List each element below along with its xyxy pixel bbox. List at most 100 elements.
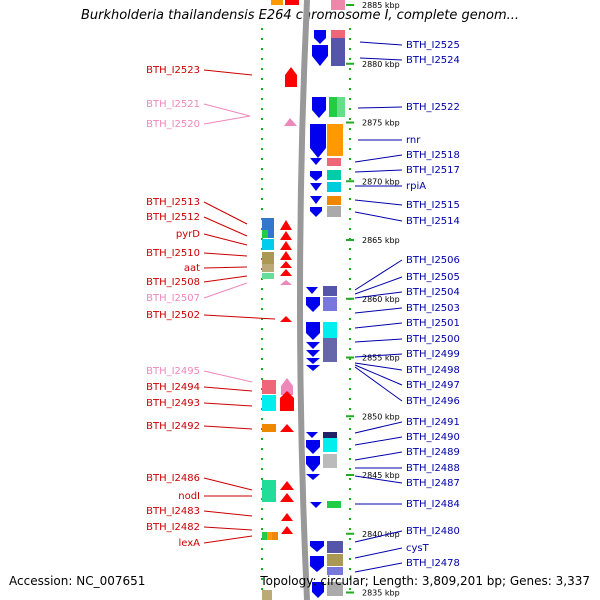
gene-arrow-up xyxy=(281,513,293,521)
gene-label-left[interactable]: lexA xyxy=(178,538,200,549)
label-connector xyxy=(203,425,253,430)
gene-arrow-down xyxy=(310,171,322,181)
gene-label-left[interactable]: pyrD xyxy=(176,229,200,240)
label-connector xyxy=(203,266,248,269)
gene-label-left[interactable]: BTH_I2520 xyxy=(146,119,200,130)
gene-label-right[interactable]: BTH_I2499 xyxy=(406,349,460,360)
gene-arrow-down xyxy=(306,342,320,349)
gene-label-left[interactable]: BTH_I2494 xyxy=(146,382,200,393)
gene-label-right[interactable]: rnr xyxy=(406,135,421,146)
label-connector xyxy=(354,322,403,329)
gene-block xyxy=(327,554,343,566)
gene-block xyxy=(267,532,272,540)
gene-label-left[interactable]: BTH_I2482 xyxy=(146,522,200,533)
gene-label-right[interactable]: BTH_I2501 xyxy=(406,318,460,329)
gene-block xyxy=(323,286,337,296)
scale-tick-label: 2875 kbp xyxy=(362,119,400,128)
gene-label-right[interactable]: BTH_I2498 xyxy=(406,365,460,376)
gene-block xyxy=(262,252,274,264)
gene-label-right[interactable]: BTH_I2478 xyxy=(406,558,460,569)
reverse-genes xyxy=(306,0,345,598)
gene-block xyxy=(262,380,276,394)
scale-tick-label: 2835 kbp xyxy=(362,589,400,598)
gene-arrow-down xyxy=(310,158,322,165)
gene-arrow-down xyxy=(312,582,324,598)
gene-label-right[interactable]: BTH_I2491 xyxy=(406,417,460,428)
gene-label-left[interactable]: BTH_I2486 xyxy=(146,473,200,484)
label-connector xyxy=(203,275,248,283)
gene-label-left[interactable]: BTH_I2495 xyxy=(146,366,200,377)
forward-genes xyxy=(262,0,299,600)
gene-label-left[interactable]: aat xyxy=(184,263,200,274)
gene-arrow-down xyxy=(306,365,320,371)
gene-label-left[interactable]: BTH_I2493 xyxy=(146,398,200,409)
label-connector xyxy=(354,276,403,295)
gene-arrow-down xyxy=(310,183,322,191)
gene-block xyxy=(323,438,337,452)
gene-label-right[interactable]: BTH_I2518 xyxy=(406,150,460,161)
gene-block xyxy=(327,582,343,596)
gene-label-right[interactable]: rpiA xyxy=(406,181,426,192)
gene-label-right[interactable]: BTH_I2487 xyxy=(406,478,460,489)
gene-arrow-down xyxy=(306,432,318,438)
gene-label-left[interactable]: BTH_I2492 xyxy=(146,421,200,432)
gene-arrow-up xyxy=(280,241,292,250)
gene-label-left[interactable]: BTH_I2508 xyxy=(146,277,200,288)
gene-arrow-down xyxy=(306,322,320,340)
gene-block xyxy=(327,206,341,217)
gene-block xyxy=(327,501,341,508)
gene-label-right[interactable]: BTH_I2503 xyxy=(406,303,460,314)
gene-label-right[interactable]: cysT xyxy=(406,543,430,554)
gene-label-right[interactable]: BTH_I2497 xyxy=(406,380,460,391)
right-gene-labels: BTH_I2525BTH_I2524BTH_I2522rnrBTH_I2518B… xyxy=(354,40,460,573)
gene-label-left[interactable]: nodI xyxy=(178,491,200,502)
gene-arrow-down xyxy=(306,440,320,454)
gene-label-right[interactable]: BTH_I2500 xyxy=(406,334,460,345)
gene-arrow-up xyxy=(280,481,294,490)
gene-label-right[interactable]: BTH_I2525 xyxy=(406,40,460,51)
label-connector xyxy=(354,211,403,222)
gene-block xyxy=(262,273,274,279)
gene-label-right[interactable]: BTH_I2480 xyxy=(406,526,460,537)
gene-arrow-up xyxy=(280,251,292,260)
gene-label-right[interactable]: BTH_I2506 xyxy=(406,255,460,266)
gene-label-right[interactable]: BTH_I2490 xyxy=(406,432,460,443)
gene-arrow-down xyxy=(310,196,322,204)
gene-label-right[interactable]: BTH_I2505 xyxy=(406,272,460,283)
gene-block xyxy=(262,218,274,230)
gene-label-left[interactable]: BTH_I2512 xyxy=(146,212,200,223)
gene-block xyxy=(262,532,267,540)
gene-block xyxy=(327,182,341,192)
gene-arrow-up xyxy=(280,231,292,240)
gene-label-right[interactable]: BTH_I2488 xyxy=(406,463,460,474)
gene-label-right[interactable]: BTH_I2517 xyxy=(406,165,460,176)
gene-label-right[interactable]: BTH_I2489 xyxy=(406,447,460,458)
gene-arrow-up xyxy=(281,378,293,395)
left-gene-labels: BTH_I2523BTH_I2521BTH_I2520BTH_I2513BTH_… xyxy=(146,65,276,549)
label-connector xyxy=(203,103,251,117)
gene-label-right[interactable]: BTH_I2484 xyxy=(406,499,460,510)
label-connector xyxy=(357,106,403,109)
label-connector xyxy=(203,510,253,517)
gene-label-right[interactable]: BTH_I2522 xyxy=(406,102,460,113)
gene-label-left[interactable]: BTH_I2483 xyxy=(146,506,200,517)
label-connector xyxy=(359,57,403,61)
gene-label-left[interactable]: BTH_I2507 xyxy=(146,293,200,304)
gene-label-right[interactable]: BTH_I2524 xyxy=(406,55,460,66)
gene-label-left[interactable]: BTH_I2521 xyxy=(146,99,200,110)
gene-label-right[interactable]: BTH_I2504 xyxy=(406,287,460,298)
gene-label-right[interactable]: BTH_I2515 xyxy=(406,200,460,211)
gene-arrow-up xyxy=(280,280,292,285)
map-title: Burkholderia thailandensis E264 chromoso… xyxy=(80,8,520,23)
gene-label-left[interactable]: BTH_I2510 xyxy=(146,248,200,259)
gene-label-left[interactable]: BTH_I2513 xyxy=(146,197,200,208)
label-connector xyxy=(203,216,248,237)
gene-label-left[interactable]: BTH_I2502 xyxy=(146,310,200,321)
gene-block xyxy=(331,38,345,66)
gene-label-right[interactable]: BTH_I2496 xyxy=(406,396,460,407)
gene-label-right[interactable]: BTH_I2514 xyxy=(406,216,460,227)
gene-label-left[interactable]: BTH_I2523 xyxy=(146,65,200,76)
label-connector xyxy=(354,169,403,173)
gene-arrow-down xyxy=(310,556,324,572)
label-connector xyxy=(203,526,253,531)
